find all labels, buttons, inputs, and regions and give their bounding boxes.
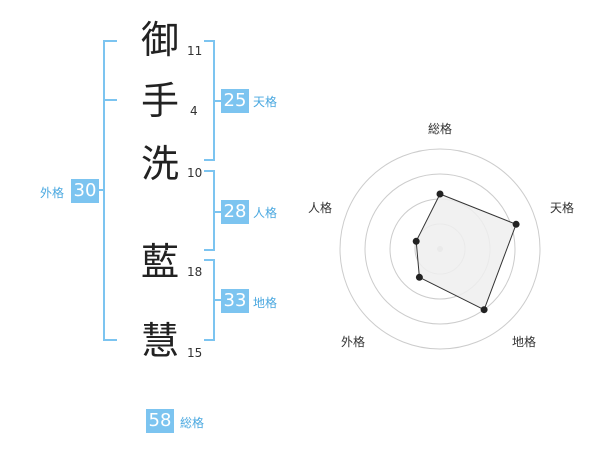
radar-axis-label-gaikaku: 外格	[341, 335, 366, 349]
chikaku-label: 地格	[253, 296, 278, 310]
name-char-4: 藍	[140, 240, 179, 284]
jinkaku-bracket	[204, 170, 215, 251]
radar-dots	[412, 190, 520, 314]
radar-grid-ring	[364, 173, 516, 325]
name-char-2: 手	[140, 79, 179, 123]
name-char-2-strokes: 4	[190, 104, 198, 118]
radar-point-chikaku	[480, 306, 488, 314]
radar-grid-ring	[339, 148, 541, 350]
radar-point-jinkaku	[412, 237, 420, 245]
gaikaku-value: 30	[71, 179, 99, 203]
radar-axis-label-tenkaku: 天格	[550, 201, 575, 215]
radar-axis-label-soukaku: 総格	[428, 122, 453, 136]
radar-area	[415, 193, 517, 311]
name-char-1-strokes: 11	[187, 44, 203, 58]
soukaku-value: 58	[146, 409, 174, 433]
radar-point-tenkaku	[512, 220, 520, 228]
radar-axis-label-chikaku: 地格	[512, 335, 537, 349]
gaikaku-label: 外格	[40, 186, 65, 200]
name-char-3: 洗	[140, 142, 179, 186]
jinkaku-value: 28	[221, 200, 249, 224]
soukaku-label: 総格	[180, 416, 205, 430]
name-char-5-strokes: 15	[187, 346, 203, 360]
name-char-1: 御	[140, 18, 179, 62]
name-char-5: 慧	[140, 319, 179, 363]
radar-point-gaikaku	[415, 273, 423, 281]
jinkaku-label: 人格	[253, 206, 278, 220]
radar-axis-label-jinkaku: 人格	[308, 201, 333, 215]
name-char-4-strokes: 18	[187, 265, 203, 279]
chikaku-value: 33	[221, 289, 249, 313]
tenkaku-value: 25	[221, 89, 249, 113]
radar-point-soukaku	[436, 190, 444, 198]
name-char-3-strokes: 10	[187, 166, 203, 180]
tenkaku-label: 天格	[253, 95, 278, 109]
